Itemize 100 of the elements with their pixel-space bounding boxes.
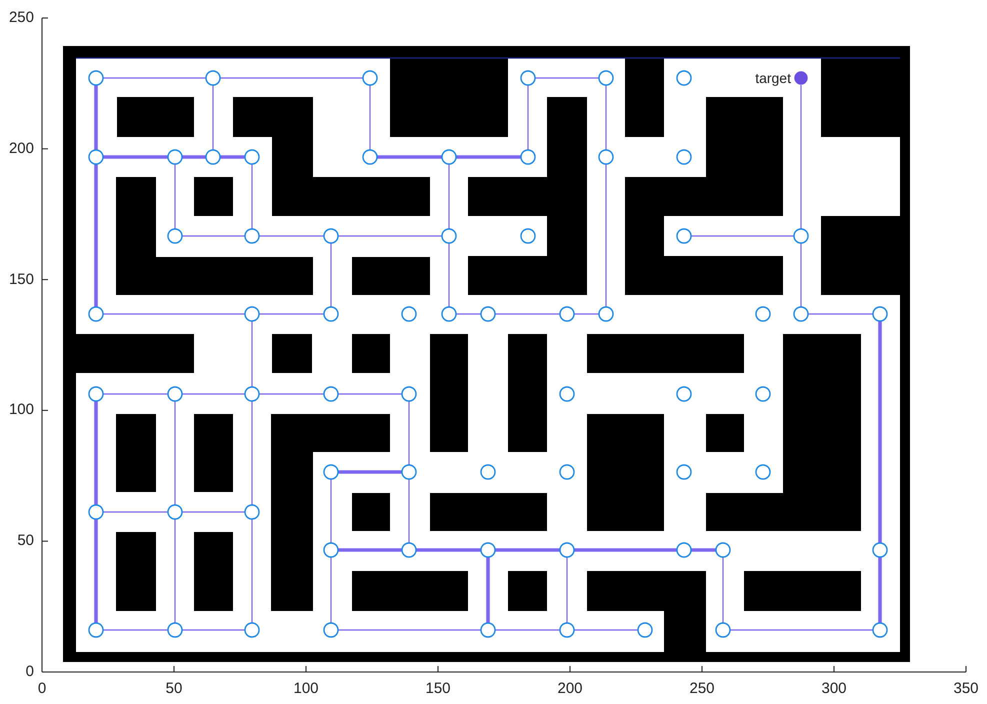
path-line	[212, 85, 214, 150]
path-line	[182, 155, 206, 159]
tick-label: 100	[293, 680, 319, 697]
waypoint-circle	[559, 306, 575, 322]
waypoint-circle	[480, 542, 496, 558]
path-line	[259, 235, 324, 237]
path-line	[174, 401, 176, 505]
path-line	[182, 393, 245, 395]
tick-label: 200	[8, 140, 34, 157]
waypoint-circle	[244, 622, 260, 638]
waypoint-circle	[715, 622, 731, 638]
path-line	[574, 313, 599, 315]
path-line	[220, 155, 245, 159]
target-marker	[794, 71, 808, 85]
waypoint-circle	[872, 542, 888, 558]
path-line	[182, 629, 245, 631]
path-line	[174, 164, 176, 229]
path-line	[722, 557, 724, 623]
path-line	[251, 519, 253, 623]
waypoint-circle	[676, 386, 692, 402]
path-line	[103, 313, 245, 315]
waypoint-circle	[441, 149, 457, 165]
waypoint-circle	[520, 228, 536, 244]
waypoint-circle	[480, 622, 496, 638]
waypoint-circle	[559, 386, 575, 402]
path-line	[878, 557, 882, 623]
waypoint-circle	[755, 464, 771, 480]
path-line	[330, 243, 332, 307]
waypoint-circle	[88, 622, 104, 638]
waypoint-circle	[676, 542, 692, 558]
path-line	[338, 629, 481, 631]
waypoint-circle	[598, 149, 614, 165]
path-line	[369, 85, 371, 150]
waypoint-circle	[167, 228, 183, 244]
waypoint-circle	[715, 542, 731, 558]
waypoint-circle	[520, 70, 536, 86]
waypoint-circle	[323, 622, 339, 638]
path-line	[535, 77, 599, 79]
waypoint-circle	[88, 504, 104, 520]
path-line	[103, 629, 168, 631]
path-line	[456, 155, 521, 159]
path-line	[800, 85, 802, 229]
waypoint-circle	[480, 306, 496, 322]
waypoint-circle	[323, 542, 339, 558]
waypoint-circle	[559, 542, 575, 558]
tick-label: 150	[425, 680, 451, 697]
path-line	[259, 313, 324, 315]
waypoint-circle	[598, 70, 614, 86]
path-line	[377, 155, 442, 159]
tick-label: 250	[689, 680, 715, 697]
waypoint-circle	[401, 464, 417, 480]
tick-label: 0	[38, 680, 46, 697]
path-line	[527, 85, 529, 150]
tick-label: 50	[166, 680, 182, 697]
path-line	[574, 629, 638, 631]
path-line	[800, 243, 802, 307]
path-line	[495, 313, 560, 315]
path-line	[103, 77, 206, 79]
waypoint-circle	[88, 149, 104, 165]
waypoint-circle	[480, 464, 496, 480]
waypoint-circle	[559, 464, 575, 480]
tick-label: 200	[557, 680, 583, 697]
path-line	[251, 401, 253, 505]
path-line	[408, 401, 410, 465]
path-line	[691, 548, 716, 552]
path-line	[495, 548, 560, 552]
path-line	[338, 235, 442, 237]
path-line	[605, 164, 607, 307]
tick-label: 250	[8, 9, 34, 26]
path-line	[486, 557, 490, 623]
waypoint-circle	[401, 542, 417, 558]
path-line	[251, 321, 253, 387]
path-line	[259, 393, 324, 395]
waypoint-circle	[755, 386, 771, 402]
path-line	[574, 548, 677, 552]
waypoint-circle	[401, 386, 417, 402]
waypoint-circle	[559, 622, 575, 638]
path-line	[94, 164, 98, 307]
path-line	[808, 313, 873, 315]
waypoint-circle	[755, 306, 771, 322]
waypoint-circle	[676, 464, 692, 480]
waypoint-circle	[88, 386, 104, 402]
path-line	[338, 470, 402, 474]
waypoint-circle	[362, 70, 378, 86]
waypoint-circle	[676, 149, 692, 165]
tick-label: 50	[17, 532, 34, 550]
path-line	[174, 519, 176, 623]
path-line	[730, 629, 873, 631]
path-line	[182, 235, 245, 237]
path-line	[456, 313, 481, 315]
waypoint-circle	[244, 149, 260, 165]
waypoint-circle	[323, 228, 339, 244]
tick-label: 0	[26, 663, 34, 680]
path-line	[691, 235, 794, 237]
waypoint-circle	[167, 386, 183, 402]
path-line	[605, 85, 607, 150]
waypoint-circle	[598, 306, 614, 322]
tick-label: 100	[8, 401, 34, 418]
waypoint-circle	[323, 306, 339, 322]
path-line	[338, 393, 402, 395]
